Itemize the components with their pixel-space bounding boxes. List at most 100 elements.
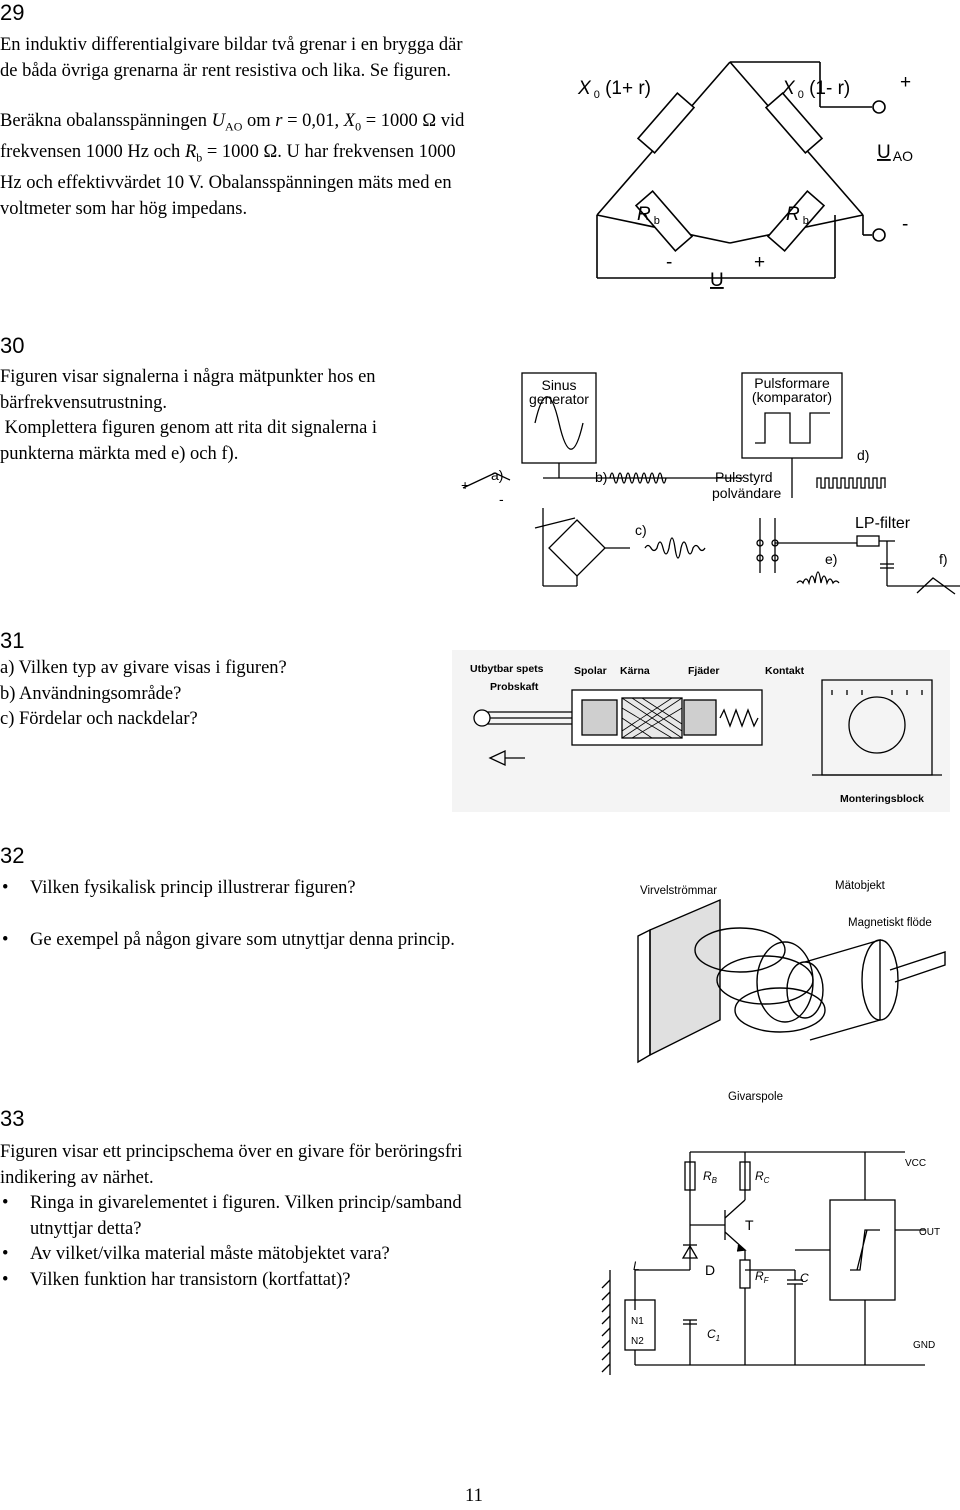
label-vcc: VCC xyxy=(905,1158,926,1169)
measured-object-plate xyxy=(649,898,721,1057)
lvdt-probe-figure: Utbytbar spets Probskaft Spolar Kärna Fj… xyxy=(452,650,950,812)
q32-number: 32 xyxy=(0,843,25,868)
label-c: c) xyxy=(635,522,647,538)
label-l: L xyxy=(633,1259,640,1273)
q31-text: a) Vilken typ av givare visas i figuren?… xyxy=(0,656,440,733)
label-pulsformare: Pulsformare xyxy=(754,375,830,391)
label-c1: C1 xyxy=(707,1327,720,1343)
eddy-loop-3 xyxy=(734,987,826,1033)
spring xyxy=(719,708,759,728)
q29-para2-line3: Hz och effektivvärdet 10 V. Obalansspänn… xyxy=(0,173,452,194)
q32-bullet: Vilken fysikalisk princip illustrerar fi… xyxy=(0,876,580,902)
label-minus-bottom: - xyxy=(666,252,672,273)
q33-intro: Figuren visar ett principschema över en … xyxy=(0,1142,463,1162)
label-t: T xyxy=(745,1217,754,1233)
label-matobjekt: Mätobjekt xyxy=(835,880,886,892)
label-fjader: Fjäder xyxy=(688,665,720,677)
q33-bullet-3: Vilken funktion har transistorn (kortfat… xyxy=(0,1268,560,1294)
label-rb: RB xyxy=(703,1169,718,1185)
q31-line: a) Vilken typ av givare visas i figuren? xyxy=(0,658,287,678)
label-out: OUT xyxy=(919,1227,940,1238)
label-minus: - xyxy=(499,491,504,507)
label-n2: N2 xyxy=(631,1336,644,1347)
replacement-tip xyxy=(488,749,525,767)
terminal-plus xyxy=(872,100,886,114)
label-kontakt: Kontakt xyxy=(765,665,805,677)
probe-tip xyxy=(473,709,491,727)
label-c: C xyxy=(800,1271,809,1285)
q29-para2-line4: voltmeter som har hög impedans. xyxy=(0,198,248,219)
sensor-cylinder xyxy=(804,939,881,1041)
label-karna: Kärna xyxy=(620,665,650,677)
q33-intro: indikering av närhet. xyxy=(0,1167,154,1188)
label-plus: + xyxy=(461,477,469,493)
q29-para2-line2: frekvensen 1000 Hz och Rb = 1000 Ω. U ha… xyxy=(0,142,456,165)
coil-l xyxy=(624,1299,656,1351)
x-left-inductor xyxy=(636,92,696,154)
label-spolar: Spolar xyxy=(574,665,607,677)
label-plus-top: + xyxy=(900,72,911,93)
label-rf: RF xyxy=(755,1269,770,1285)
q30-line: Komplettera figuren genom att rita dit s… xyxy=(0,418,378,438)
label-u: U xyxy=(710,270,724,291)
q33-bullet-1: Ringa in givarelementet i figuren. Vilke… xyxy=(0,1191,560,1242)
q32-text: Vilken fysikalisk princip illustrerar fi… xyxy=(0,876,580,953)
eddy-loop-1 xyxy=(694,927,786,973)
label-plus-bottom: + xyxy=(754,252,765,273)
label-sinus: Sinus xyxy=(541,377,576,393)
label-f: f) xyxy=(939,551,948,567)
label-rc: RC xyxy=(755,1169,770,1185)
resistor-rb xyxy=(684,1161,696,1191)
label-b: b) xyxy=(595,469,607,485)
q31-number: 31 xyxy=(0,628,25,653)
resistor-rf xyxy=(739,1259,751,1289)
resistor-rc xyxy=(739,1161,751,1191)
q29-text: En induktiv differentialgivare bildar tv… xyxy=(0,33,540,222)
rb-right-resistor xyxy=(766,190,826,252)
lp-filter-resistor xyxy=(856,535,880,547)
q30-line: Figuren visar signalerna i några mätpunk… xyxy=(0,367,376,387)
label-d: D xyxy=(705,1262,715,1278)
label-polvandare: polvändare xyxy=(712,485,781,501)
sensor-rod xyxy=(889,951,946,983)
label-a: a) xyxy=(491,467,503,483)
q29-line1: En induktiv differentialgivare bildar tv… xyxy=(0,35,463,55)
label-probskaft: Probskaft xyxy=(490,681,539,693)
label-e: e) xyxy=(825,551,837,567)
terminal-minus xyxy=(872,228,886,242)
label-monteringsblock: Monteringsblock xyxy=(840,793,924,805)
label-magnetiskt-flode: Magnetiskt flöde xyxy=(848,917,932,929)
label-komparator: (komparator) xyxy=(752,389,832,405)
label-lp-filter: LP-filter xyxy=(855,515,911,532)
diode-d xyxy=(681,1244,699,1259)
eddy-current-figure: Virvelströmmar Mätobjekt Magnetiskt flöd… xyxy=(637,880,946,1103)
x-right-inductor xyxy=(764,92,824,154)
q32-bullet: Ge exempel på någon givare som utnyttjar… xyxy=(0,928,580,954)
proximity-sensor-schematic: RB RC RF L C C1 T D VCC OUT GND N1 N2 xyxy=(601,1151,940,1375)
q30-line: punkterna märkta med e) och f). xyxy=(0,443,239,464)
q33-number: 33 xyxy=(0,1106,25,1131)
label-n1: N1 xyxy=(631,1316,644,1327)
q29-number: 29 xyxy=(0,0,25,25)
q33-text: Figuren visar ett principschema över en … xyxy=(0,1140,560,1293)
bridge-diamond xyxy=(548,519,606,577)
rb-left-resistor xyxy=(634,190,694,252)
q31-line: b) Användningsområde? xyxy=(0,683,182,704)
page-number: 11 xyxy=(465,1486,483,1506)
label-pulsstyrd: Pulsstyrd xyxy=(715,469,773,485)
label-givarspole: Givarspole xyxy=(728,1091,783,1103)
label-minus-right: - xyxy=(902,214,908,235)
label-d: d) xyxy=(857,447,869,463)
q29-para2-line1: Beräkna obalansspänningen UAO om r = 0,0… xyxy=(0,111,465,134)
q30-line: bärfrekvensutrustning. xyxy=(0,392,167,413)
q30-number: 30 xyxy=(0,333,25,358)
carrier-frequency-figure: Sinus generator Pulsformare (komparator)… xyxy=(461,372,960,595)
q29-line2: de båda övriga grenarna är rent resistiv… xyxy=(0,60,452,81)
coil-left xyxy=(581,699,618,736)
label-virvelstrommar: Virvelströmmar xyxy=(640,885,717,897)
